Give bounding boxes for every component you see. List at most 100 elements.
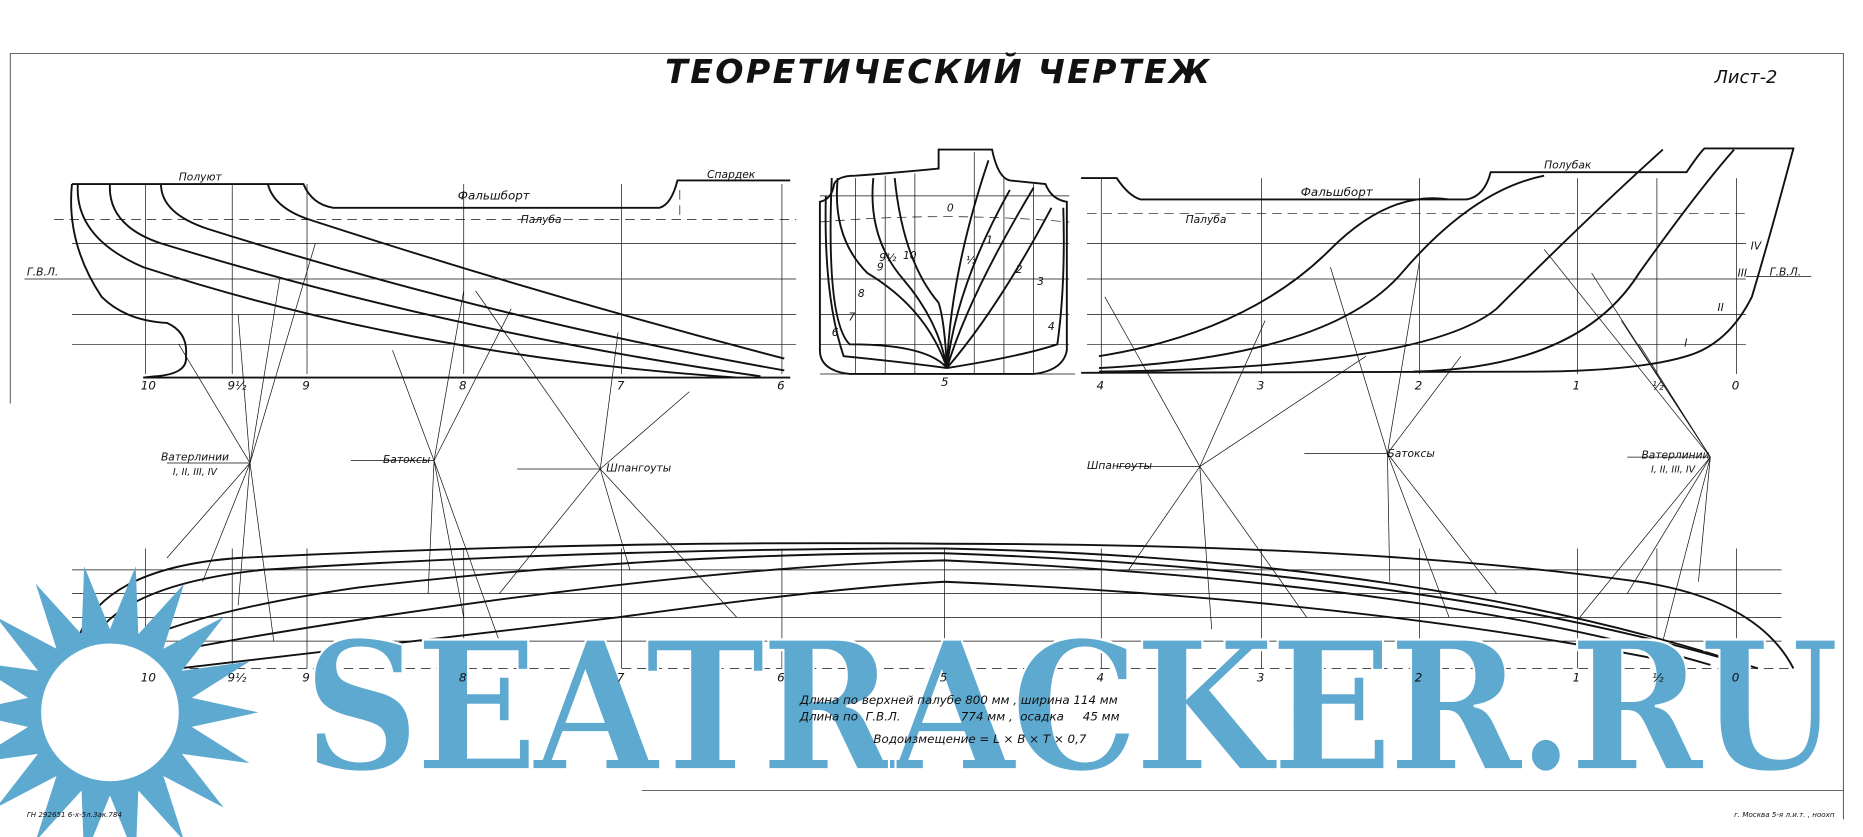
- body-plan-station-label: 9½: [879, 251, 897, 264]
- leader-line: [1387, 261, 1420, 454]
- leader-line: [1199, 466, 1307, 618]
- profile-stern-station-label: 8: [459, 378, 467, 392]
- label-buttocks-left: Батоксы: [383, 453, 430, 466]
- profile-stern-station-label: 7: [617, 378, 625, 392]
- label-waterlines-right: Ватерлинии: [1641, 448, 1709, 461]
- leader-line: [427, 460, 435, 594]
- leader-line: [475, 290, 601, 470]
- wl-mark-3: III: [1738, 267, 1747, 280]
- body-plan: 5: [818, 148, 1076, 389]
- body-plan-station-label: 3: [1037, 275, 1044, 288]
- leader-line: [166, 462, 251, 559]
- leader-line: [1543, 249, 1711, 458]
- profile-stern-station-label: 10: [141, 378, 156, 392]
- drawing-title: ТЕОРЕТИЧЕСКИЙ ЧЕРТЕЖ: [665, 51, 1212, 91]
- plan-station-label: 8: [459, 670, 467, 684]
- profile-stern-station-label: 9: [302, 378, 310, 392]
- plan-station-label: 7: [617, 670, 625, 684]
- leader-line: [1579, 456, 1711, 618]
- leader-line: [1638, 344, 1711, 458]
- profile-bow-station-label: 1: [1573, 378, 1581, 392]
- leader-line: [202, 462, 251, 582]
- label-waterlines-right-sub: I, II, III, IV: [1651, 465, 1697, 476]
- label-waterlines-left-sub: I, II, III, IV: [173, 467, 219, 478]
- spec-length-deck: Длина по верхней палубе 800 мм , ширина …: [799, 693, 1118, 707]
- leader-labels: Ватерлинии I, II, III, IV Батоксы Шпанго…: [161, 243, 1711, 642]
- leader-line: [433, 308, 512, 461]
- wl-mark-2: II: [1717, 301, 1723, 314]
- body-plan-station-mid: 5: [941, 375, 949, 389]
- plan-station-label: 6: [777, 670, 785, 684]
- leader-line: [1620, 320, 1711, 458]
- body-plan-station-label: 6: [832, 326, 839, 339]
- body-plan-station-label: 8: [858, 287, 865, 300]
- plan-station-label: 9: [302, 670, 310, 684]
- plan-station-label: ½: [1652, 670, 1664, 684]
- leader-line: [1387, 355, 1462, 454]
- sheet-border: [9, 53, 1844, 820]
- wl-mark-1: I: [1684, 337, 1687, 350]
- leader-line: [1698, 457, 1711, 582]
- plan-station-label: 5: [940, 670, 948, 684]
- label-deck-fwd: Палуба: [1186, 213, 1227, 226]
- profile-stern-station-label: 6: [777, 378, 785, 392]
- seatracker-watermark: SEATRACKER.RU: [0, 566, 1842, 837]
- body-plan-station-label: 1: [986, 233, 993, 246]
- label-frames-right: Шпангоуты: [1087, 459, 1152, 472]
- leader-line: [392, 350, 435, 461]
- label-deck-aft: Палуба: [521, 213, 562, 226]
- body-plan-station-label: 9: [877, 261, 884, 274]
- leader-line: [600, 391, 690, 470]
- label-spardek: Спардек: [707, 168, 756, 181]
- leader-line: [433, 290, 465, 461]
- leader-line: [1662, 456, 1711, 642]
- label-forecastle: Полубак: [1544, 159, 1592, 172]
- plan-station-label: 3: [1257, 670, 1265, 684]
- leader-line: [237, 314, 251, 464]
- profile-bow-station-label: 2: [1415, 378, 1423, 392]
- leader-line: [1128, 466, 1201, 571]
- label-bulwark-fwd: Фальшборт: [1301, 185, 1374, 199]
- leader-line: [599, 468, 631, 570]
- leader-line: [249, 462, 275, 642]
- leader-line: [249, 278, 281, 464]
- label-poop: Полуют: [179, 170, 223, 183]
- body-plan-station-label: 10: [903, 249, 917, 262]
- leader-line: [1387, 453, 1497, 594]
- plan-station-label: 10: [141, 670, 156, 684]
- label-waterlines-left: Ватерлинии: [161, 451, 229, 464]
- body-plan-station-label: 7: [848, 311, 855, 324]
- spec-length-dwl: Длина по Г.В.Л. 774 мм , осадка 45 мм: [799, 710, 1120, 724]
- label-bulwark-aft: Фальшборт: [458, 188, 531, 202]
- leader-line: [433, 460, 465, 618]
- leader-line: [1387, 453, 1391, 582]
- half-breadth-plan: [66, 542, 1795, 670]
- leader-line: [1626, 456, 1711, 594]
- leader-line: [1199, 320, 1266, 467]
- leader-line: [1330, 267, 1388, 454]
- wl-mark-4: IV: [1751, 239, 1762, 252]
- plan-station-label: 0: [1732, 670, 1740, 684]
- footer-left-code: ГН 292651 6-х-5л.3ак.784: [27, 810, 123, 819]
- body-plan-station-label: 0: [947, 201, 954, 214]
- label-buttocks-right: Батоксы: [1387, 447, 1434, 460]
- profile-bow-station-label: 3: [1257, 378, 1265, 392]
- leader-line: [499, 468, 601, 594]
- sheet-number: Лист-2: [1714, 67, 1778, 88]
- leader-line: [599, 468, 738, 618]
- spec-displacement: Водоизмещение = L × B × T × 0,7: [873, 732, 1087, 746]
- label-frames-left: Шпангоуты: [606, 461, 671, 474]
- specifications: Длина по верхней палубе 800 мм , ширина …: [799, 693, 1120, 746]
- leader-line: [1104, 296, 1201, 467]
- leader-line: [599, 332, 619, 470]
- profile-bow-station-label: ½: [1652, 378, 1664, 392]
- label-dwl-fwd: Г.В.Л.: [1770, 265, 1801, 278]
- profile-bow-station-label: 0: [1732, 378, 1740, 392]
- profile-bow-station-label: 4: [1097, 378, 1105, 392]
- plan-station-label: 1: [1573, 670, 1581, 684]
- watermark-text: SEATRACKER.RU: [303, 602, 1836, 811]
- profile-stern: Полуют Фальшборт Палуба Спардек Г.В.Л.: [24, 168, 797, 379]
- leader-line: [1199, 355, 1367, 467]
- body-plan-station-label: 4: [1048, 320, 1055, 333]
